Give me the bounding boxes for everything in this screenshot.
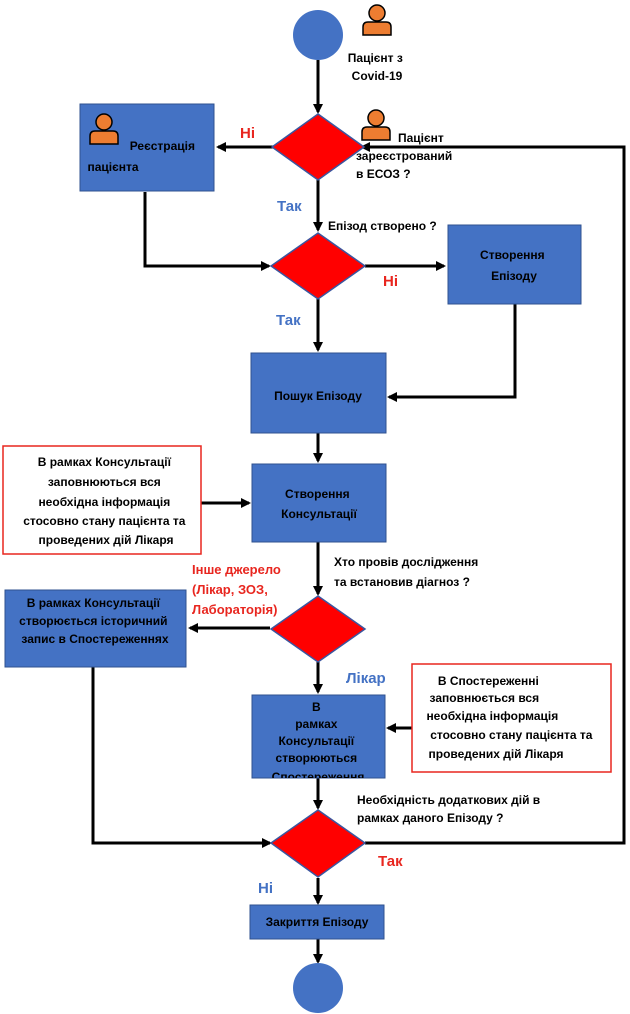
consultation-note-box [2, 445, 202, 555]
additional-actions-diamond [269, 809, 367, 878]
no-additional-label: Ні [258, 880, 273, 897]
registered-check-diamond [270, 113, 366, 181]
start-node [293, 10, 343, 60]
end-node [293, 963, 343, 1013]
yes-additional-label: Так [378, 853, 403, 870]
create-episode-box [447, 224, 582, 305]
episode-created-question: Епізод створено ? [328, 219, 437, 233]
who-diagnosed-diamond [269, 595, 367, 663]
historical-record-box [4, 589, 187, 668]
observation-note-box [411, 663, 612, 773]
observation-note-text: В Спостереженні заповнюється вся необхід… [426, 674, 595, 761]
person-icon [362, 4, 392, 36]
arrow-create-episode-to-search [387, 304, 517, 402]
no-registered-label: Ні [240, 125, 255, 142]
other-source-label: Інше джерело (Лікар, ЗОЗ, Лабораторія) [192, 562, 285, 617]
create-observations-box [251, 694, 386, 779]
person-icon [361, 109, 391, 141]
arrow-yes-loop-to-registered-check [360, 142, 626, 845]
create-observations-label: В рамках Консультації створюються Спосте… [272, 700, 365, 784]
create-observations-clip: В рамках Консультації створюються Спосте… [272, 700, 365, 784]
yes-registered-label: Так [277, 198, 302, 215]
arrow-historical-to-additional-check [91, 667, 272, 848]
create-episode-label: Створення Епізоду [480, 248, 548, 283]
search-episode-label: Пошук Епізоду [274, 389, 362, 403]
who-diagnosed-question: Хто провів дослідження та встановив діаг… [334, 555, 482, 589]
doctor-label: Лікар [346, 670, 386, 687]
create-consultation-label: Створення Консультації [281, 487, 357, 521]
close-episode-box [249, 904, 385, 940]
arrow-registration-to-episode-check [143, 192, 271, 271]
registration-label: Реєстрація пацієнта [87, 139, 198, 174]
consultation-note-text: В рамках Консультації заповнюються вся н… [23, 455, 189, 547]
registered-patient-label: Пацієнт зареєстрований в ЕСОЗ ? [356, 131, 456, 181]
search-episode-box [250, 352, 387, 434]
close-episode-label: Закриття Епізоду [266, 915, 369, 929]
no-episode-label: Ні [383, 273, 398, 290]
person-icon [89, 113, 119, 145]
historical-record-label: В рамках Консультації створюється істори… [19, 596, 171, 646]
create-consultation-box [251, 463, 387, 543]
connectors [91, 60, 626, 964]
additional-actions-question: Необхідність додаткових дій в рамках дан… [357, 793, 544, 825]
covid-patient-label: Пацієнт з Covid-19 [348, 51, 406, 83]
yes-episode-label: Так [276, 312, 301, 329]
episode-check-diamond [269, 232, 367, 300]
